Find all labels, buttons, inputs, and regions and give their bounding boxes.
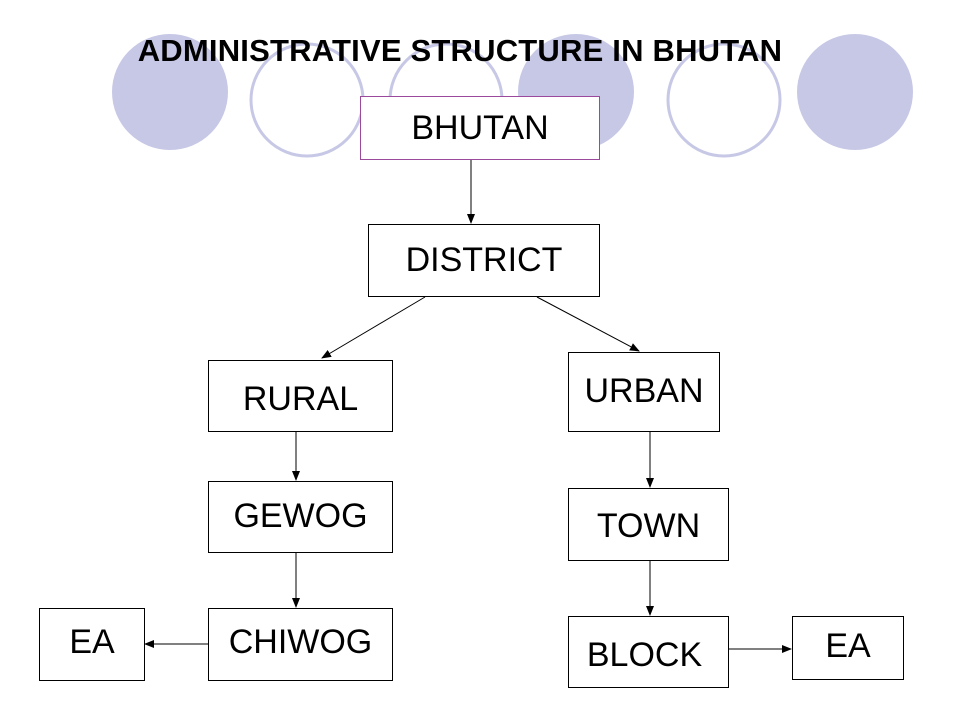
node-town-label: TOWN <box>596 507 701 545</box>
node-district: DISTRICT <box>368 224 600 297</box>
edge-district-rural <box>321 296 426 359</box>
node-bhutan: BHUTAN <box>360 96 600 160</box>
edge-district-urban <box>536 296 640 352</box>
node-ea-right: EA <box>792 616 904 680</box>
node-district-label: DISTRICT <box>405 241 563 279</box>
node-gewog-label: GEWOG <box>233 496 368 535</box>
deco-circle-6 <box>797 34 913 150</box>
node-ea-left-label: EA <box>69 623 115 661</box>
node-chiwog: CHIWOG <box>208 608 393 681</box>
page-title: ADMINISTRATIVE STRUCTURE IN BHUTAN <box>137 33 783 68</box>
node-town: TOWN <box>568 488 729 561</box>
node-urban-label: URBAN <box>584 371 704 410</box>
node-block: BLOCK <box>568 616 729 688</box>
deco-circle-5 <box>666 42 782 158</box>
node-rural: RURAL <box>208 360 393 432</box>
node-urban: URBAN <box>568 352 720 432</box>
node-ea-right-label: EA <box>825 626 871 665</box>
node-bhutan-label: BHUTAN <box>411 108 549 147</box>
node-chiwog-label: CHIWOG <box>228 623 373 661</box>
node-ea-left: EA <box>39 608 145 681</box>
deco-circle-1 <box>112 34 228 150</box>
node-rural-label: RURAL <box>242 379 359 418</box>
node-gewog: GEWOG <box>208 481 393 553</box>
node-block-label: BLOCK <box>586 635 703 674</box>
